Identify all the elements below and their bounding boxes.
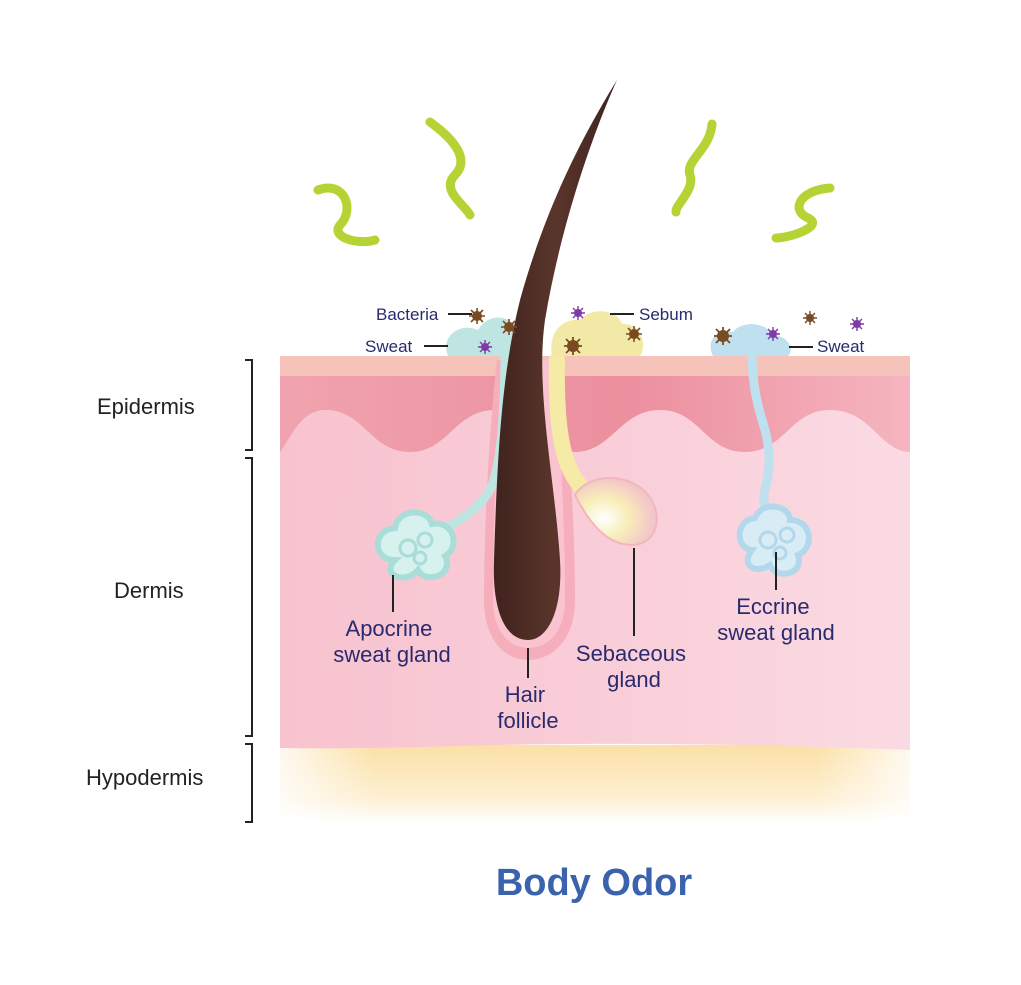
bacteria-icon	[469, 308, 485, 324]
hypodermis-label: Hypodermis	[86, 765, 203, 790]
skin-surface	[280, 356, 910, 376]
bacteria-cluster	[469, 306, 864, 355]
eccrine-label: Eccrine sweat gland	[717, 594, 834, 645]
odor-lines	[313, 117, 835, 247]
bacteria-icon	[803, 311, 817, 325]
epidermis-label: Epidermis	[97, 394, 195, 419]
bacteria-icon	[571, 306, 585, 320]
apocrine-label: Apocrine sweat gland	[333, 616, 450, 667]
hypodermis-bracket	[245, 743, 253, 823]
bacteria-icon	[501, 319, 517, 335]
apocrine-sweat-gland	[374, 509, 457, 581]
bacteria-icon	[626, 326, 642, 342]
diagram-title: Body Odor	[496, 862, 693, 904]
hypodermis-fade	[280, 745, 910, 823]
sebaceous-gland	[573, 477, 658, 547]
bacteria-icon	[564, 337, 582, 355]
bacteria-icon	[478, 340, 492, 354]
sweat-label-right: Sweat	[817, 337, 865, 356]
bacteria-icon	[714, 327, 732, 345]
eccrine-sweat-gland	[736, 503, 812, 577]
hair-follicle-label: Hair follicle	[497, 682, 558, 733]
bacteria-icon	[766, 327, 780, 341]
sebaceous-label: Sebaceous gland	[576, 641, 692, 692]
odor-line-icon	[313, 183, 380, 247]
dermis-label: Dermis	[114, 578, 184, 603]
sebum-label: Sebum	[639, 305, 693, 324]
sweat-label-left: Sweat	[365, 337, 413, 356]
odor-line-icon	[671, 119, 717, 217]
dermis-bracket	[245, 457, 253, 737]
epidermis-bracket	[245, 359, 253, 451]
sweat-droplet-right	[710, 324, 791, 356]
bacteria-label: Bacteria	[376, 305, 439, 324]
bacteria-icon	[850, 317, 864, 331]
odor-line-icon	[771, 183, 835, 243]
dermis-layer	[280, 375, 910, 750]
hair-shaft	[493, 80, 617, 640]
odor-line-icon	[425, 117, 475, 220]
